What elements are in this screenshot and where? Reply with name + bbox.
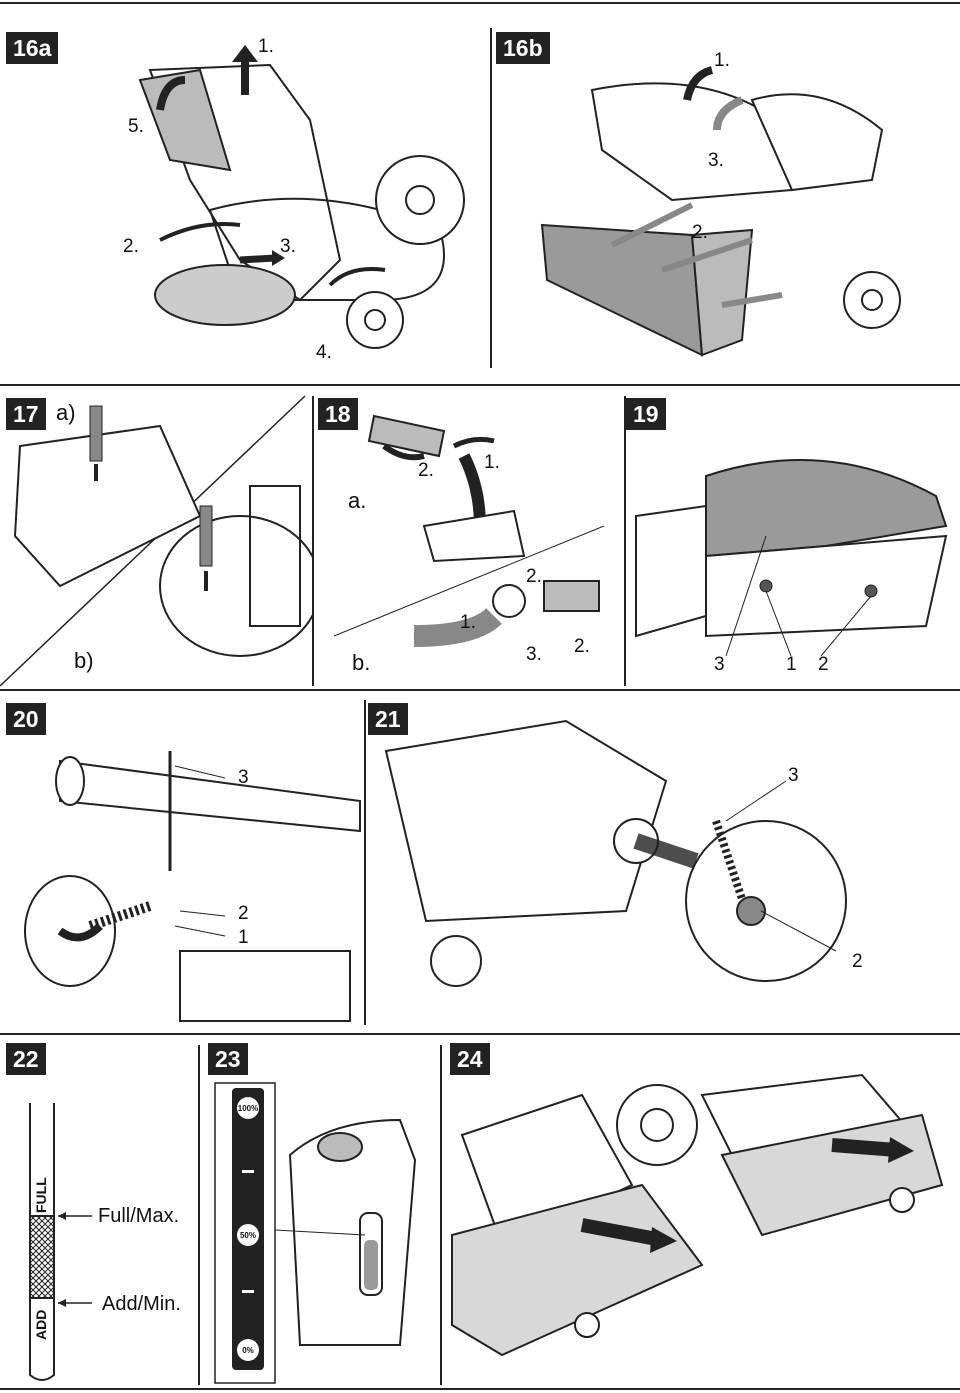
cutting-deck-adjustment-illustration xyxy=(384,719,847,987)
callout-3: 3 xyxy=(238,767,249,788)
step-3: 3. xyxy=(280,236,296,257)
callout-3: 3 xyxy=(788,765,799,786)
figure-label: 18 xyxy=(318,398,358,430)
callout-1: 1 xyxy=(786,654,797,675)
step-a-1: 1. xyxy=(484,452,500,473)
dipstick-full-label: FULL xyxy=(33,1177,49,1213)
figure-22: 22 FULL ADD Full/Max. Add/Min. xyxy=(0,1035,198,1387)
part-b: b) xyxy=(74,648,94,673)
step-b-1: 1. xyxy=(460,612,476,633)
step-5: 5. xyxy=(128,116,144,137)
step-1: 1. xyxy=(258,36,274,57)
figure-label: 16a xyxy=(6,32,59,64)
figure-label: 23 xyxy=(208,1043,248,1075)
hose-connector-illustration xyxy=(333,414,605,647)
figure-label: 16b xyxy=(496,32,550,64)
figure-16b: 16b 1. 2. 3. xyxy=(492,0,960,384)
step-3: 3. xyxy=(708,150,724,171)
part-b: b. xyxy=(352,650,371,675)
step-b-3: 3. xyxy=(526,644,542,665)
top-rule xyxy=(0,2,960,4)
figure-label: 20 xyxy=(6,703,46,735)
figure-19: 19 3 1 2 xyxy=(626,386,960,688)
deck-mounting-illustration xyxy=(451,1073,944,1357)
step-a-2: 2. xyxy=(418,460,434,481)
divider-20-21 xyxy=(364,700,366,1025)
divider-23-24 xyxy=(440,1045,442,1385)
full-max-label: Full/Max. xyxy=(98,1205,180,1227)
divider-22-23 xyxy=(198,1045,200,1385)
dipstick-add-label: ADD xyxy=(33,1309,49,1340)
oil-drain-hose-illustration xyxy=(0,395,312,687)
divider-17-18 xyxy=(312,396,314,686)
step-2: 2. xyxy=(692,222,708,243)
dipstick-illustration xyxy=(29,1103,92,1381)
gauge-100-percent: 100% xyxy=(237,1097,259,1119)
callout-1: 1 xyxy=(238,927,249,948)
seat-cover-illustration xyxy=(635,459,948,657)
figure-label: 19 xyxy=(626,398,666,430)
step-4: 4. xyxy=(316,342,332,363)
figure-23: 23 100% 50% 0% xyxy=(200,1035,440,1387)
fuel-gauge-illustration xyxy=(214,1082,417,1384)
figure-label: 21 xyxy=(368,703,408,735)
gauge-50-percent: 50% xyxy=(237,1224,259,1246)
row-divider-2 xyxy=(0,689,960,691)
callout-2: 2 xyxy=(238,903,249,924)
bottom-rule xyxy=(0,1388,960,1390)
part-a: a) xyxy=(56,400,76,425)
gauge-0-percent: 0% xyxy=(237,1339,259,1361)
figure-24: 24 xyxy=(442,1035,960,1387)
callout-2: 2 xyxy=(852,951,863,972)
figure-18: 18 a. 1. 2. b. 1. 2. 2. 3. xyxy=(314,386,624,688)
figure-label: 22 xyxy=(6,1043,46,1075)
step-b-2b: 2. xyxy=(574,636,590,657)
callout-3: 3 xyxy=(714,654,725,675)
step-1: 1. xyxy=(714,50,730,71)
divider-16 xyxy=(490,28,492,368)
part-a: a. xyxy=(348,488,367,513)
callout-2: 2 xyxy=(818,654,829,675)
figure-17: 17 a) b) xyxy=(0,386,312,688)
figure-20: 20 3 2 1 xyxy=(0,691,364,1033)
add-min-label: Add/Min. xyxy=(102,1293,181,1315)
step-2: 2. xyxy=(123,236,139,257)
divider-18-19 xyxy=(624,396,626,686)
step-b-2a: 2. xyxy=(526,566,542,587)
figure-label: 17 xyxy=(6,398,46,430)
mower-bag-holder-illustration xyxy=(540,66,901,357)
row-divider-1 xyxy=(0,384,960,386)
height-adjust-spring-illustration xyxy=(24,751,361,1022)
row-divider-3 xyxy=(0,1033,960,1035)
figure-label: 24 xyxy=(450,1043,490,1075)
mower-grass-bag-illustration xyxy=(138,45,465,349)
figure-21: 21 3 2 xyxy=(366,691,960,1033)
figure-16a: 16a 1. 2. 3. 4. 5. xyxy=(0,0,490,384)
